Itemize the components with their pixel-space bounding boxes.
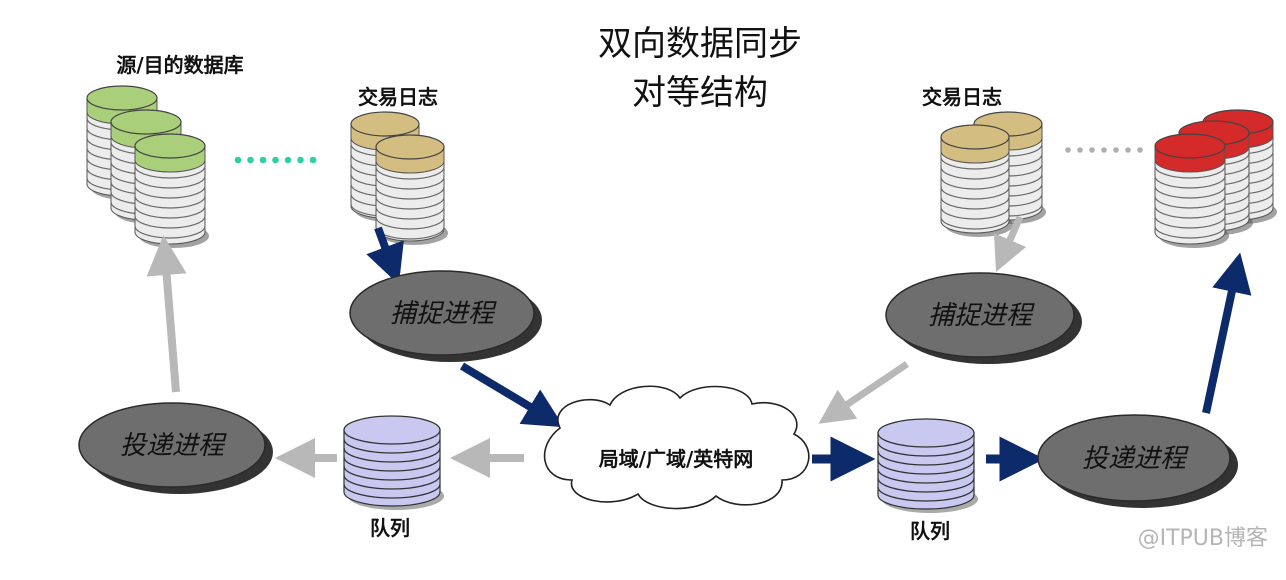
txlog-cylinder-front (375, 134, 448, 245)
db-cylinder-front (1154, 133, 1229, 248)
queue-top (877, 418, 975, 448)
arrow-delivery-to-source-db (146, 235, 187, 393)
queue-left-icon (343, 415, 444, 510)
arrow-capture-right-to-network (818, 361, 909, 424)
connector-dot (234, 156, 242, 164)
network-label: 局域/广域/英特网 (598, 447, 754, 471)
connector-dot (1101, 147, 1107, 153)
connector-dot (1089, 147, 1095, 153)
db-cylinder-front (134, 133, 209, 248)
target-db-right-icon (1154, 109, 1277, 248)
connector-dot (1137, 147, 1143, 153)
transaction-log-left-icon (350, 111, 448, 245)
connector-dot (259, 156, 267, 164)
source-target-db-icon (86, 85, 209, 248)
arrow-txlog-to-capture-left (366, 226, 404, 285)
capture-process-right: 捕捉进程 (885, 272, 1082, 364)
connector-dot (1077, 147, 1083, 153)
connector-dot (284, 156, 292, 164)
delivery-left-label: 投递进程 (120, 431, 227, 461)
transaction-log-right-icon (940, 111, 1046, 237)
txlog-cylinder-front (940, 124, 1013, 237)
delivery-process-right: 投递进程 (1037, 414, 1238, 508)
queue-left-label: 队列 (370, 516, 410, 540)
dotted-connector-left (234, 156, 317, 164)
connector-dot (272, 156, 279, 164)
network-cloud-icon: 局域/广域/英特网 (543, 385, 810, 510)
queue-right-icon (877, 418, 978, 513)
txlog-left-label: 交易日志 (358, 85, 438, 109)
connector-dot (1125, 147, 1131, 153)
capture-left-label: 捕捉进程 (390, 299, 497, 329)
delivery-process-left: 投递进程 (78, 402, 273, 494)
arrow-capture-to-network (459, 362, 565, 428)
diagram-title-line1: 双向数据同步 (598, 24, 802, 64)
connector-dot (297, 156, 304, 164)
arrow-delivery-to-target-db (1202, 252, 1252, 414)
arrow-txlog-to-capture-right (993, 215, 1027, 273)
watermark: @ITPUB博客 (1138, 526, 1268, 551)
capture-right-label: 捕捉进程 (928, 301, 1035, 331)
source-db-label: 源/目的数据库 (116, 53, 243, 77)
connector-dot (1065, 147, 1071, 153)
queue-right-label: 队列 (910, 519, 950, 543)
connector-dot (309, 156, 317, 164)
connector-dot (247, 156, 254, 164)
queue-top (343, 415, 441, 445)
connector-dot (1113, 147, 1119, 153)
delivery-right-label: 投递进程 (1082, 444, 1189, 474)
diagram-title-line2: 对等结构 (632, 73, 768, 113)
dotted-connector-right (1065, 147, 1143, 153)
txlog-right-label: 交易日志 (922, 85, 1002, 109)
capture-process-left: 捕捉进程 (349, 270, 542, 362)
